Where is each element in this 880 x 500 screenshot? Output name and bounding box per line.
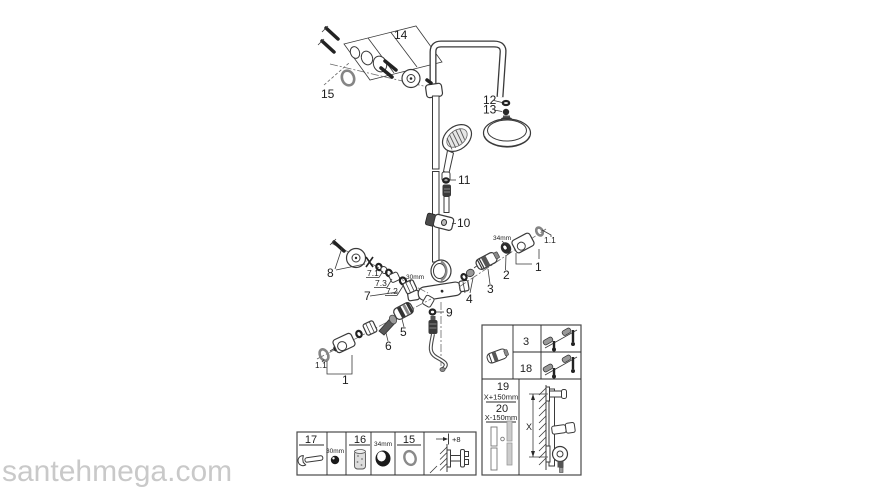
hand-shower: 11	[441, 124, 473, 213]
rail-label-19: 19	[497, 381, 509, 393]
part-label-10: 10	[457, 216, 471, 230]
screw-icon	[324, 26, 340, 41]
rail-mounting-drawing: X	[526, 385, 576, 473]
part-label-14: 14	[394, 28, 408, 42]
part-label-1: 1	[535, 260, 542, 274]
part-label-13: 13	[483, 103, 497, 117]
part-label-1: 1	[342, 373, 349, 387]
rail-dim-20: X-150mm	[485, 413, 518, 422]
cut-mark	[365, 256, 374, 268]
thermostat-valve	[406, 259, 470, 372]
rail-variants	[490, 420, 513, 471]
screwbox-label-18: 18	[520, 363, 532, 375]
rail-dim-19: X+150mm	[484, 393, 518, 402]
mounting-template-outline	[343, 25, 443, 81]
part-label-4: 4	[466, 292, 473, 306]
accessory-kit-box: 17 30mm 16 34mm 15 +8	[296, 431, 477, 476]
part-label-11: 11	[458, 173, 471, 187]
screw-icon	[379, 66, 394, 79]
flexible-hose	[428, 333, 448, 371]
part-label-3: 3	[487, 282, 494, 296]
pipe-upper	[432, 95, 440, 170]
oring-1-1	[534, 226, 545, 237]
part-label-12: 12	[483, 93, 497, 107]
screw-icon	[332, 240, 346, 253]
part-label-6: 6	[385, 339, 392, 353]
shower-rail-pipe	[432, 95, 440, 263]
bottom-parts-chain: 1.1 1 6 5	[315, 298, 432, 387]
dim-label-30mm: 30mm	[406, 274, 424, 281]
head-shower: 12 13	[482, 93, 532, 148]
hose-connector-tube	[443, 196, 450, 213]
glide-holder: 10	[424, 212, 471, 231]
part-label-7: 7	[364, 289, 371, 303]
anchor-plate	[360, 50, 374, 66]
glide-element	[551, 424, 567, 435]
part-label-1-1: 1.1	[544, 235, 556, 245]
washer-9	[428, 308, 437, 316]
washer-12	[501, 99, 511, 107]
oring-1-1	[318, 348, 330, 362]
wall-offset-detail: +8	[429, 433, 469, 474]
shower-arm	[425, 40, 507, 99]
screw-set-icon	[542, 354, 578, 379]
cartridge-icon	[354, 449, 366, 470]
wrench-icon	[297, 455, 324, 467]
rail-length-box: 19 X+150mm 20 X-150mm	[484, 379, 576, 475]
kit-label-30mm: 30mm	[326, 448, 344, 455]
part-label-15: 15	[321, 87, 335, 101]
check-valve-icon	[486, 348, 509, 364]
hose-coupling	[428, 320, 438, 334]
hand-shower-handle	[442, 149, 455, 174]
watermark-text: santehmega.com	[2, 455, 232, 488]
part-label-7-1: 7.1	[367, 268, 379, 278]
hose-nut	[442, 184, 451, 197]
right-parts-chain: 4 3 34mm 2 1 1.1	[458, 226, 556, 306]
screwbox-label-3: 3	[523, 336, 529, 348]
screw-icon	[383, 59, 398, 72]
screw-set-icon	[542, 327, 578, 352]
wall-mount-assembly: 14 15	[317, 25, 443, 101]
part-label-1-1: 1.1	[315, 360, 327, 370]
offset-label: +8	[452, 435, 461, 444]
kit-label-15: 15	[403, 434, 415, 446]
part-label-5: 5	[400, 325, 407, 339]
seal-ring-15	[340, 69, 356, 87]
part-label-7-3: 7.3	[375, 278, 387, 288]
kit-label-34mm: 34mm	[374, 441, 392, 448]
part-label-9: 9	[446, 306, 453, 320]
kit-label-17: 17	[305, 434, 317, 446]
rail-label-20: 20	[496, 403, 508, 415]
part-label-2: 2	[503, 268, 510, 282]
shower-hose-assembly: 9	[428, 306, 453, 372]
kit-label-16: 16	[354, 434, 366, 446]
ring-nut-icon	[375, 450, 391, 467]
oring-icon	[403, 449, 417, 467]
left-parts-chain: 8 7.1 7.3 7.2 7 30mm	[327, 238, 429, 303]
part-label-7-2: 7.2	[386, 286, 398, 296]
anchor-plate	[349, 46, 361, 59]
dim-label-34mm: 34mm	[493, 235, 511, 242]
dim-label-x: X	[526, 422, 532, 432]
part-label-8: 8	[327, 266, 334, 280]
ball-icon	[330, 455, 340, 465]
ball-joint-13	[502, 108, 510, 116]
screw-icon	[320, 39, 336, 54]
washer-11	[442, 177, 450, 184]
